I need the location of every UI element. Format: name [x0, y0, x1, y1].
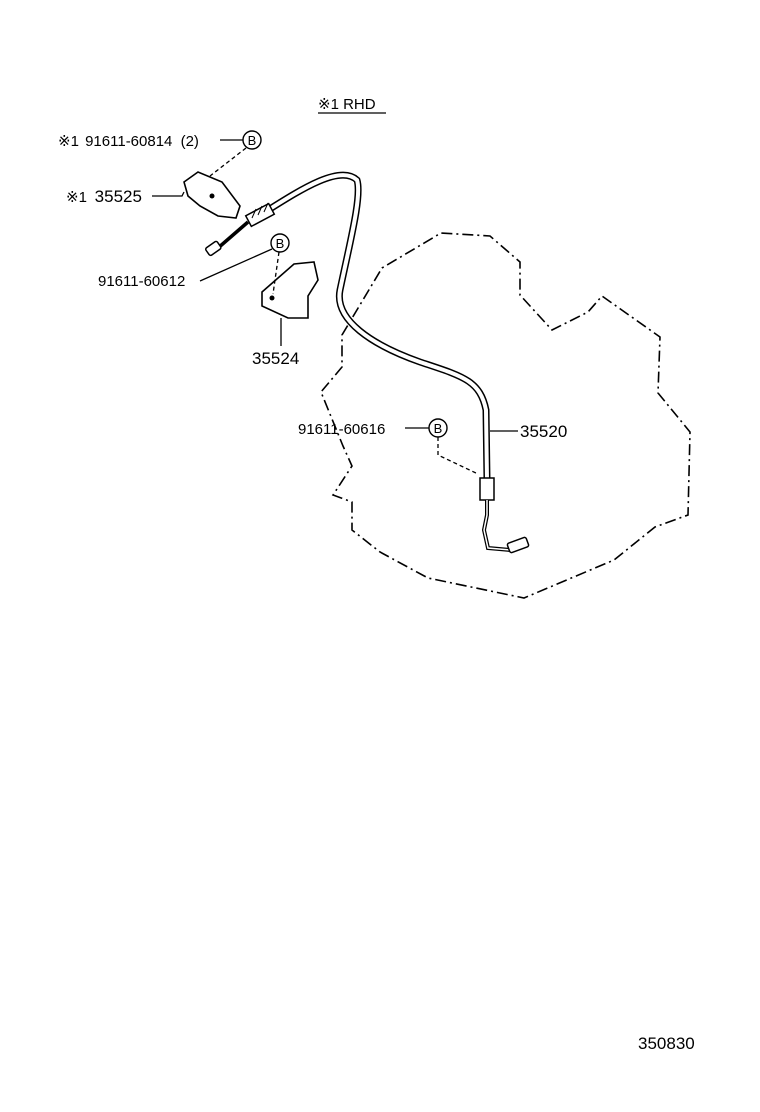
cable-knob	[205, 240, 222, 257]
cable-inner-wire	[481, 500, 511, 552]
install-line-trans	[437, 437, 479, 475]
leader-bracket-rhd	[152, 191, 185, 197]
cable-housing-inner	[263, 173, 489, 481]
label-cable: 35520	[520, 422, 567, 441]
cable-end-fitting	[244, 202, 276, 228]
install-line-upper	[272, 251, 280, 295]
cable-rod	[216, 220, 250, 250]
label-bracket-rhd: ※1 35525	[66, 187, 142, 206]
label-bolt-rhd-qty: (2)	[181, 133, 199, 150]
label-bolt-upper: 91611-60612	[98, 273, 185, 290]
figure-id: 350830	[638, 1034, 695, 1053]
bolt-symbol-rhd: B	[242, 130, 262, 150]
label-bolt-rhd: ※1 91611-60814 (2)	[58, 133, 199, 150]
label-bracket-rhd-prefix: ※1	[66, 189, 87, 206]
leader-bolt-upper	[199, 248, 273, 282]
transmission-outline	[320, 232, 691, 599]
rhd-note-label: ※1 RHD	[318, 96, 376, 113]
label-bolt-rhd-number: 91611-60814	[85, 133, 172, 150]
label-bolt-trans: 91611-60616	[298, 421, 385, 438]
fitting-thread-1	[251, 208, 257, 219]
cable-inner-wire-core	[483, 500, 511, 551]
cable-trans-fitting	[479, 477, 495, 501]
fitting-thread-3	[263, 202, 269, 213]
label-bolt-rhd-prefix: ※1	[58, 133, 79, 150]
label-bracket-rhd-number: 35525	[95, 187, 142, 206]
bolt-symbol-trans: B	[428, 418, 448, 438]
label-bracket-lower: 35524	[252, 349, 299, 368]
bolt-symbol-trans-letter: B	[434, 421, 443, 436]
bracket-lower-hole	[269, 295, 275, 301]
bracket-rhd-hole	[209, 193, 215, 199]
cable-wire-end	[506, 536, 530, 554]
bracket-lower	[261, 261, 319, 319]
rhd-note: ※1 RHD	[318, 96, 386, 114]
fitting-thread-2	[257, 205, 263, 216]
control-cable	[205, 171, 530, 554]
bolt-symbol-upper-circle	[270, 233, 290, 253]
bolt-symbol-upper: B	[270, 233, 290, 253]
bolt-symbol-upper-letter: B	[276, 236, 285, 251]
bolt-symbol-rhd-letter: B	[248, 133, 257, 148]
install-line-rhd	[209, 147, 247, 177]
